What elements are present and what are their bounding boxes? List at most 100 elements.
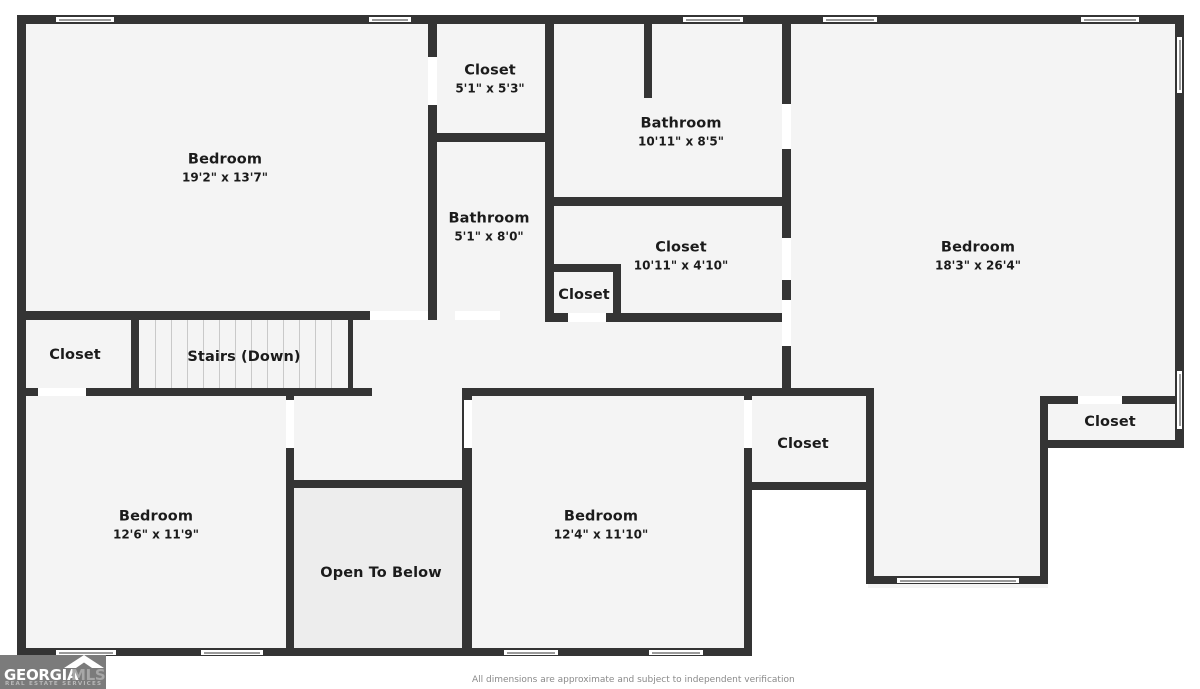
door-opening-closet-lower-right <box>1078 396 1122 404</box>
room-dimensions: 12'6" x 11'9" <box>112 527 200 542</box>
wall-open-to-below-top <box>286 480 472 488</box>
door-opening-right-bedroom-mid <box>782 238 791 280</box>
room-name: Open To Below <box>320 564 442 581</box>
logo-tagline: REAL ESTATE SERVICES <box>5 681 103 687</box>
room-label-bedroom-right: Bedroom 18'3" x 26'4" <box>935 238 1021 273</box>
window-bottom-2 <box>200 649 264 656</box>
wall-closet-tiny-top <box>548 264 620 272</box>
floor-bedroom-lower-mid <box>462 392 752 654</box>
door-opening-bedroom-lower-mid <box>464 400 472 448</box>
room-name: Closet <box>1084 413 1136 430</box>
room-dimensions: 19'2" x 13'7" <box>181 170 269 185</box>
window-right-tail-bottom <box>896 577 1020 584</box>
room-label-bedroom-main-left: Bedroom 19'2" x 13'7" <box>182 150 268 185</box>
door-opening-right-bedroom-lower <box>782 300 791 346</box>
floor-open-to-below <box>292 486 472 654</box>
room-dimensions: 10'11" x 8'5" <box>637 134 725 149</box>
wall-closet-lower-mid-bottom <box>744 482 874 490</box>
room-name: Closet <box>558 286 610 303</box>
wall-closet-tiny-right <box>613 264 621 322</box>
room-name: Bedroom <box>118 508 194 525</box>
wall-closet-hall-right <box>131 318 139 392</box>
window-right-1 <box>1176 36 1183 94</box>
window-top-5 <box>1080 16 1140 23</box>
wall-bathroom-closet-divider <box>548 197 790 206</box>
door-opening-bedroom-left-to-closet <box>428 57 437 105</box>
wall-hall-bottom-right <box>286 388 372 396</box>
wall-closet-bathroom-divider <box>428 133 553 142</box>
room-label-closet-lower-right: Closet <box>1084 413 1136 431</box>
window-top-3 <box>682 16 744 23</box>
wall-stairs-right <box>348 318 353 392</box>
room-label-closet-lower-mid: Closet <box>777 435 829 453</box>
wall-right-bedroom-bottom <box>782 388 874 396</box>
room-label-open-to-below: Open To Below <box>320 564 441 582</box>
room-name: Bedroom <box>563 508 639 525</box>
room-dimensions: 18'3" x 26'4" <box>934 258 1022 273</box>
wall-right-bedroom-left <box>782 15 791 396</box>
door-opening-bathroom-small <box>370 311 428 320</box>
door-opening-closet-tiny <box>568 313 606 322</box>
wall-bathroom-stub <box>644 15 652 98</box>
room-label-bathroom-main: Bathroom 10'11" x 8'5" <box>638 114 724 149</box>
wall-exterior-top <box>17 15 1184 24</box>
floor-bathroom-main <box>548 15 790 205</box>
wall-bedroom-closet-lower-divider <box>744 388 752 656</box>
room-name: Bedroom <box>940 239 1016 256</box>
wall-bedroom-lower-mid-left <box>462 388 470 656</box>
wall-bedroom-left-bottom <box>17 311 437 320</box>
door-opening-bedroom-lower-left <box>286 400 294 448</box>
room-label-bedroom-lower-mid: Bedroom 12'4" x 11'10" <box>554 507 648 542</box>
room-name: Closet <box>777 435 829 452</box>
floor-hall <box>17 318 790 396</box>
window-right-2 <box>1176 370 1183 430</box>
room-label-bedroom-lower-left: Bedroom 12'6" x 11'9" <box>113 507 199 542</box>
room-label-closet-hall-left: Closet <box>49 346 101 364</box>
wall-exterior-bottom-mid <box>462 648 752 656</box>
wall-bedroom-lower-left-right <box>286 388 294 656</box>
wall-bedroom-lower-mid-top <box>462 388 874 396</box>
room-name: Bedroom <box>187 151 263 168</box>
window-top-1 <box>55 16 115 23</box>
georgia-mls-logo: GEORGIA MLS REAL ESTATE SERVICES <box>0 655 106 689</box>
floor-bedroom-main-left <box>17 15 437 320</box>
wall-right-tail-right <box>1040 396 1048 584</box>
window-bottom-4 <box>648 649 704 656</box>
window-bottom-3 <box>503 649 559 656</box>
window-top-4 <box>822 16 878 23</box>
door-opening-bathroom-small-hall <box>455 311 500 320</box>
door-opening-right-bedroom-upper <box>782 104 791 149</box>
logo-word-mls: MLS <box>71 666 106 684</box>
wall-right-tail-left <box>866 388 874 584</box>
door-opening-closet-lower-mid <box>744 400 752 448</box>
room-label-bathroom-small: Bathroom 5'1" x 8'0" <box>448 209 529 244</box>
room-dimensions: 5'1" x 5'3" <box>455 81 525 96</box>
room-label-closet-tiny: Closet <box>558 286 610 304</box>
wall-exterior-left-upper <box>17 15 26 320</box>
wall-exterior-left-lower <box>17 318 26 656</box>
disclaimer-text: All dimensions are approximate and subje… <box>472 675 795 685</box>
roof-icon <box>64 655 104 668</box>
floor-bedroom-right <box>785 15 1183 445</box>
room-name: Closet <box>49 346 101 363</box>
wall-closet-bath-right <box>545 15 554 320</box>
floor-bedroom-right-tail <box>868 392 1048 588</box>
room-dimensions: 12'4" x 11'10" <box>553 527 649 542</box>
room-name: Closet <box>464 62 516 79</box>
floor-closet-lower-mid <box>744 392 874 488</box>
room-name: Bathroom <box>640 115 722 132</box>
floor-closet-tiny <box>548 266 620 322</box>
room-name: Bathroom <box>448 210 530 227</box>
wall-closet-bath-left <box>428 15 437 320</box>
door-opening-closet-hall-left <box>38 388 86 396</box>
window-top-2 <box>368 16 412 23</box>
wall-hall-bottom-left <box>17 388 372 396</box>
wall-closet-lower-right-bottom <box>1040 440 1184 448</box>
room-label-closet-mid: Closet 10'11" x 4'10" <box>634 238 728 273</box>
floor-closet-top-mid <box>428 15 553 140</box>
room-label-stairs: Stairs (Down) <box>187 348 300 366</box>
logo-word-georgia: GEORGIA <box>4 666 79 684</box>
floor-bathroom-small <box>428 137 553 322</box>
floor-closet-lower-right <box>1040 398 1184 446</box>
